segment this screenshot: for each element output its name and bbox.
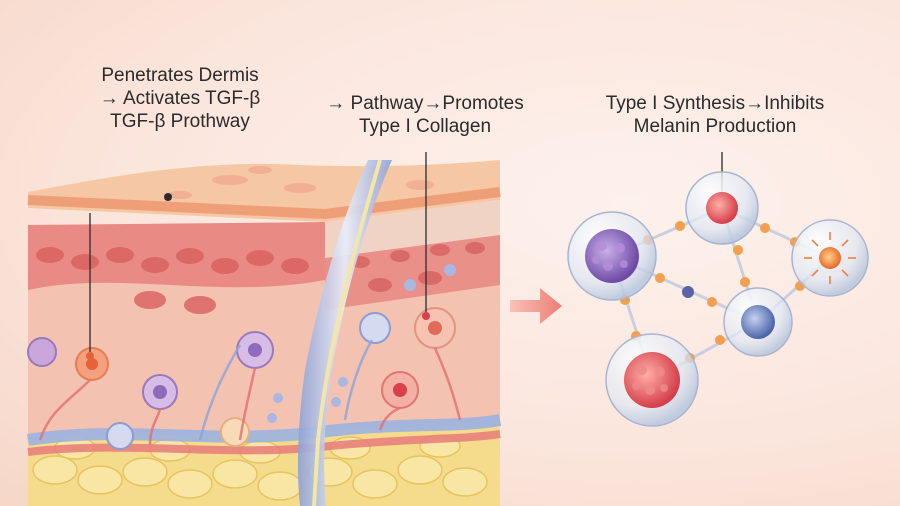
label-dermis-penetration: Penetrates Dermis → Activates TGF-β TGF-… [70,64,290,133]
cell-network [567,171,869,427]
cell-bubble-red-bottom [605,333,699,427]
label-melanin-inhibition: Type I Synthesis→Inhibits Melanin Produc… [580,92,850,138]
epidermis-edge [27,187,501,220]
label-left-line3: TGF-β Prothway [110,111,250,132]
process-arrow [510,288,562,324]
cell-bubble-blue [723,287,793,357]
side-red-band [325,235,500,310]
label-right-line1: Type I Synthesis→Inhibits [605,93,825,114]
cell-bubble-red-top [685,171,759,245]
surface-spots [168,166,434,199]
label-left-line2: → Activates TGF-β [99,88,261,109]
label-left-line1: Penetrates Dermis [101,65,259,86]
cell-bubble-orange [791,219,869,297]
side-stratum [325,200,500,258]
lymph-nodes [267,264,456,423]
lymph-vessels [198,339,374,441]
hair-shaft [312,159,382,506]
label-middle-line1: → Pathway→Promotes [326,93,524,114]
label-middle-line2: Type I Collagen [358,116,492,137]
label-collagen-promotion: → Pathway→Promotes Type I Collagen [300,92,550,138]
side-cells [350,242,485,292]
label-right-line2: Melanin Production [633,116,797,137]
capillaries [38,347,462,446]
papillary-cells [36,247,309,314]
skin-block [27,159,502,506]
cell-bubble-purple [567,211,657,301]
